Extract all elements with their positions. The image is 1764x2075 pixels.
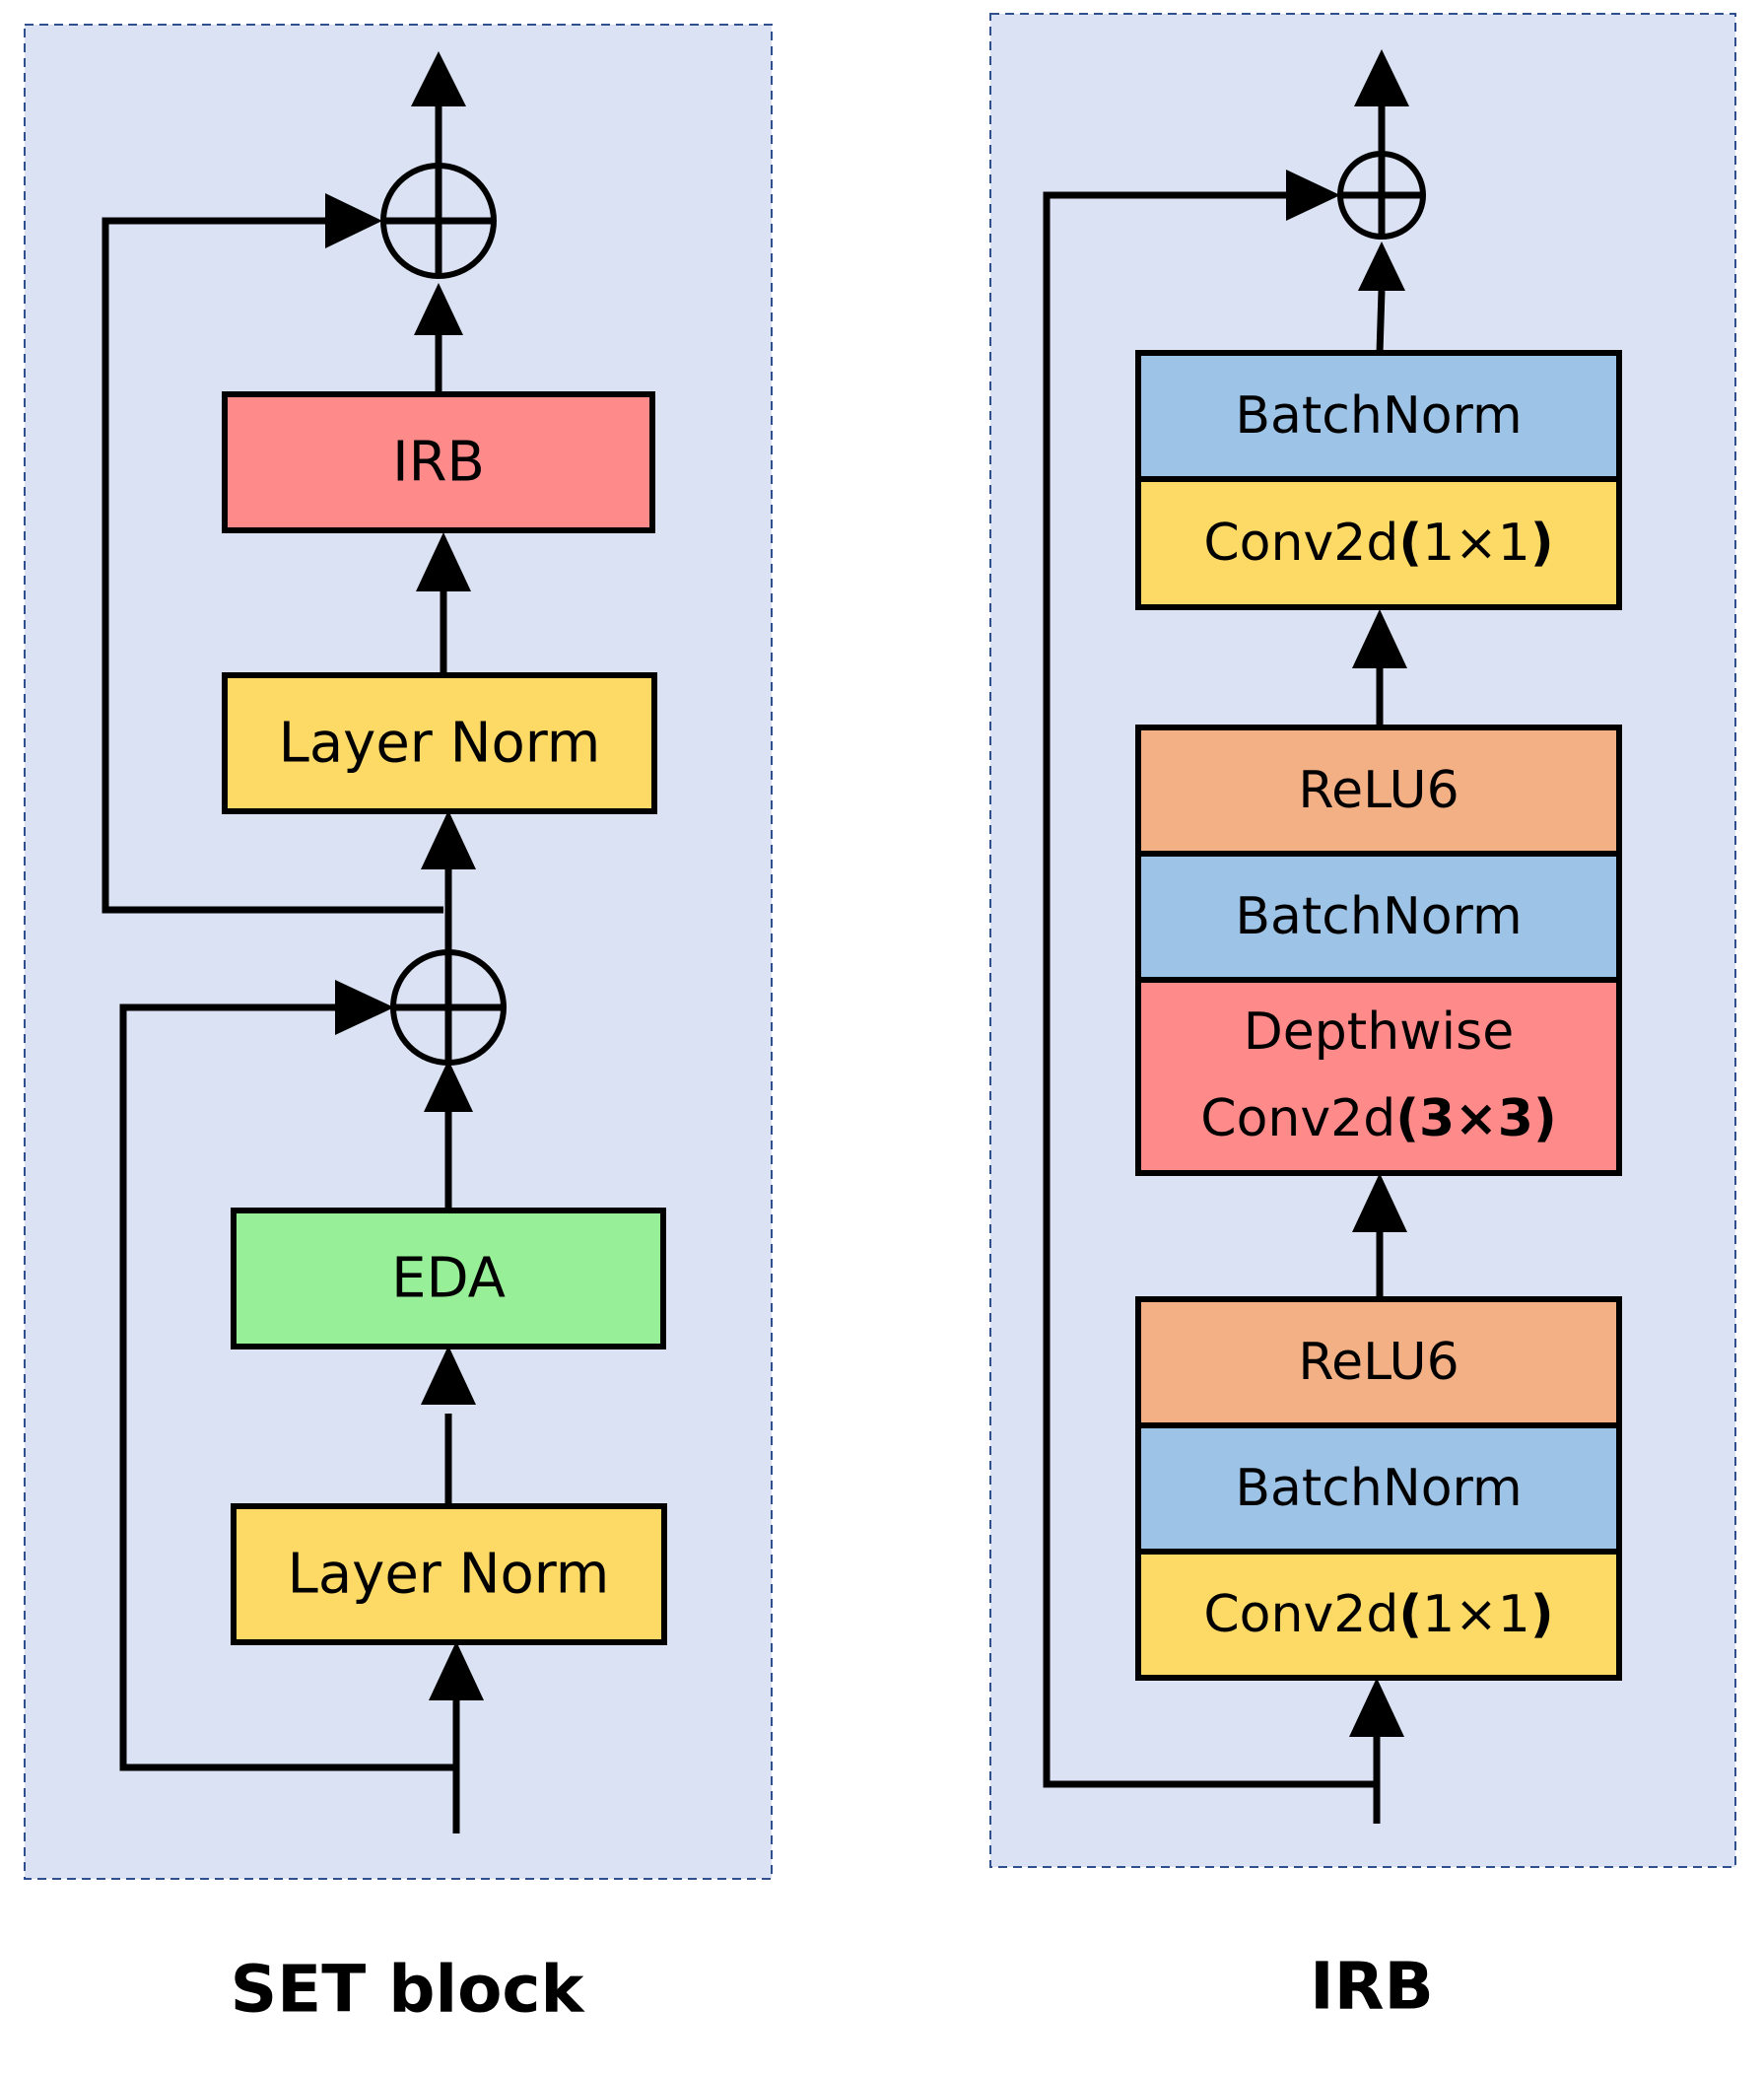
arrow-up-icon xyxy=(1352,609,1407,668)
irb-batchnorm-mid-label: BatchNorm xyxy=(1235,887,1522,946)
irb-batchnorm-top-box xyxy=(1135,350,1622,482)
irb-caption: IRB xyxy=(1310,1949,1434,2025)
arrow-up-icon xyxy=(421,1346,476,1405)
irb-conv-bottom-box xyxy=(1135,1549,1622,1681)
set-layer-norm-top-box xyxy=(222,672,657,814)
set-skip-connection-1 xyxy=(119,1003,456,1771)
irb-conv-bottom-label: Conv2d(1×1) xyxy=(1203,1585,1553,1644)
set-eda-label: EDA xyxy=(391,1247,506,1311)
irb-relu-mid-box xyxy=(1135,725,1622,857)
arrow-up-icon xyxy=(1349,1678,1404,1737)
irb-batchnorm-bottom-label: BatchNorm xyxy=(1235,1459,1522,1518)
set-skip-connection-2 xyxy=(102,217,443,914)
arrow-up-icon xyxy=(1358,242,1405,291)
arrow-up-icon xyxy=(424,1060,473,1112)
irb-conv-top-label: Conv2d(1×1) xyxy=(1203,514,1553,573)
arrow-right-icon xyxy=(1286,170,1340,221)
irb-panel: ReLU6 BatchNorm Conv2d(1×1) ReLU6 BatchN… xyxy=(989,13,1736,1868)
irb-conv-top-box xyxy=(1135,476,1622,610)
irb-skip-connection xyxy=(1043,191,1377,1788)
set-block-caption: SET block xyxy=(231,1952,586,2028)
circle-plus-icon xyxy=(1337,151,1426,240)
arrow-up-icon xyxy=(414,283,463,335)
arrow-up-icon xyxy=(416,532,471,591)
arrow-up-icon xyxy=(411,51,466,106)
arrow-up-icon xyxy=(421,810,476,869)
set-layer-norm-bottom-label: Layer Norm xyxy=(288,1543,610,1607)
arrow-up-icon xyxy=(1354,49,1409,106)
arrow-up-icon xyxy=(1352,1173,1407,1232)
set-irb-label: IRB xyxy=(392,431,485,495)
irb-flow-line-block3-to-add xyxy=(1376,290,1386,354)
arrow-right-icon xyxy=(335,980,394,1035)
arrow-up-icon xyxy=(429,1641,484,1700)
irb-batchnorm-top-label: BatchNorm xyxy=(1235,386,1522,446)
irb-batchnorm-bottom-box xyxy=(1135,1422,1622,1555)
irb-depthwise-box xyxy=(1135,977,1622,1176)
set-layer-norm-bottom-box xyxy=(231,1503,667,1645)
irb-depthwise-label-line2: Conv2d(3×3) xyxy=(1200,1089,1556,1148)
set-eda-box xyxy=(231,1208,666,1349)
circle-plus-icon xyxy=(390,949,507,1066)
irb-relu-bottom-label: ReLU6 xyxy=(1298,1333,1459,1392)
circle-plus-icon xyxy=(380,163,497,279)
arrow-right-icon xyxy=(325,193,382,248)
irb-relu-bottom-box xyxy=(1135,1296,1622,1428)
set-layer-norm-top-label: Layer Norm xyxy=(279,712,601,776)
set-block-panel: Layer Norm EDA Layer Norm IRB xyxy=(24,24,773,1880)
irb-batchnorm-mid-box xyxy=(1135,851,1622,983)
irb-relu-mid-label: ReLU6 xyxy=(1298,761,1459,820)
irb-depthwise-label-line1: Depthwise xyxy=(1244,1003,1514,1062)
set-irb-box xyxy=(222,391,655,533)
